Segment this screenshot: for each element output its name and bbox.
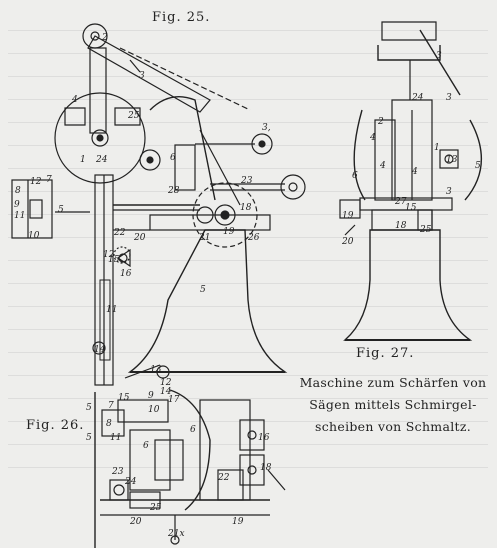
- svg-text:8: 8: [15, 186, 21, 196]
- svg-text:15: 15: [405, 203, 417, 213]
- svg-text:14: 14: [94, 345, 106, 355]
- svg-text:18: 18: [395, 221, 407, 231]
- svg-text:16: 16: [120, 269, 132, 279]
- svg-text:6: 6: [170, 153, 176, 163]
- svg-text:9: 9: [14, 200, 20, 210]
- svg-text:24: 24: [411, 93, 424, 103]
- svg-text:25: 25: [419, 225, 432, 235]
- fig25-label: Fig. 25.: [152, 10, 211, 25]
- svg-text:5: 5: [86, 433, 92, 443]
- svg-text:6: 6: [143, 441, 149, 451]
- svg-text:25: 25: [127, 111, 140, 121]
- svg-text:4: 4: [71, 95, 78, 105]
- svg-text:4: 4: [379, 161, 386, 171]
- svg-text:24: 24: [124, 477, 137, 487]
- svg-text:22: 22: [217, 473, 230, 483]
- svg-text:19: 19: [232, 517, 244, 527]
- svg-text:5: 5: [58, 205, 64, 215]
- svg-text:19: 19: [223, 227, 235, 237]
- svg-text:1: 1: [434, 143, 440, 153]
- svg-text:11: 11: [110, 433, 121, 443]
- svg-text:4: 4: [369, 133, 376, 143]
- svg-text:2: 2: [101, 33, 108, 43]
- svg-text:20: 20: [341, 237, 354, 247]
- svg-text:8: 8: [106, 419, 112, 429]
- svg-text:5: 5: [200, 285, 206, 295]
- svg-text:27: 27: [394, 197, 407, 207]
- svg-text:28: 28: [167, 186, 180, 196]
- svg-text:13: 13: [150, 365, 162, 375]
- svg-text:5: 5: [475, 161, 481, 171]
- svg-text:25: 25: [149, 503, 162, 513]
- caption-line-2: Sägen mittels Schmirgel-: [309, 397, 477, 412]
- fig25-drawing: [11, 23, 306, 386]
- svg-text:21: 21: [198, 233, 210, 243]
- svg-text:11: 11: [14, 211, 25, 221]
- svg-text:3: 3: [139, 71, 145, 81]
- fig26-label: Fig. 26.: [26, 418, 85, 433]
- svg-text:23: 23: [240, 176, 253, 186]
- svg-text:11: 11: [106, 305, 117, 315]
- svg-text:12: 12: [103, 250, 115, 260]
- svg-text:12: 12: [30, 177, 42, 187]
- svg-text:19: 19: [342, 211, 354, 221]
- svg-text:6: 6: [352, 171, 358, 181]
- svg-text:20: 20: [129, 517, 142, 527]
- fig27-drawing: [339, 21, 482, 341]
- caption-line-3: scheiben von Schmaltz.: [315, 419, 471, 434]
- caption-line-1: Maschine zum Schärfen von: [299, 375, 487, 390]
- svg-text:12: 12: [160, 378, 172, 388]
- svg-text:23: 23: [111, 467, 124, 477]
- fig25-part-numbers: 1 2 3 4 3, 5 5 6 7 8 9 10 11 12 12 14 15…: [14, 33, 271, 355]
- svg-text:15: 15: [108, 255, 120, 265]
- svg-text:26: 26: [247, 233, 260, 243]
- svg-text:3: 3: [436, 51, 442, 61]
- svg-text:1: 1: [80, 155, 86, 165]
- svg-text:17: 17: [168, 395, 180, 405]
- svg-text:13: 13: [446, 155, 458, 165]
- svg-text:10: 10: [148, 405, 160, 415]
- svg-text:9: 9: [148, 391, 154, 401]
- svg-text:24: 24: [95, 155, 108, 165]
- svg-text:18: 18: [260, 463, 272, 473]
- svg-text:2: 2: [377, 117, 384, 127]
- svg-text:18: 18: [240, 203, 252, 213]
- svg-text:3,: 3,: [262, 123, 271, 133]
- svg-text:7: 7: [108, 401, 114, 411]
- fig27-part-numbers: 1 2 3 3 3 4 4 4 5 6 13 15 18 19 20 24 25…: [341, 51, 481, 247]
- svg-text:3: 3: [446, 187, 452, 197]
- svg-text:22: 22: [113, 228, 126, 238]
- svg-text:3: 3: [446, 93, 452, 103]
- svg-text:10: 10: [28, 231, 40, 241]
- svg-text:15: 15: [118, 393, 130, 403]
- svg-text:21x: 21x: [167, 529, 185, 539]
- figure-caption: Maschine zum Schärfen von Sägen mittels …: [295, 372, 491, 438]
- svg-text:5: 5: [86, 403, 92, 413]
- svg-text:6: 6: [190, 425, 196, 435]
- svg-text:20: 20: [133, 233, 146, 243]
- fig27-label: Fig. 27.: [356, 346, 415, 361]
- fig26-part-numbers: 5 5 6 6 7 8 9 10 11 12 13 14 15 16 17 18…: [86, 365, 272, 539]
- svg-text:16: 16: [258, 433, 270, 443]
- svg-text:7: 7: [46, 175, 52, 185]
- svg-text:4: 4: [411, 167, 418, 177]
- svg-text:14: 14: [160, 387, 172, 397]
- fig26-drawing: [94, 364, 286, 548]
